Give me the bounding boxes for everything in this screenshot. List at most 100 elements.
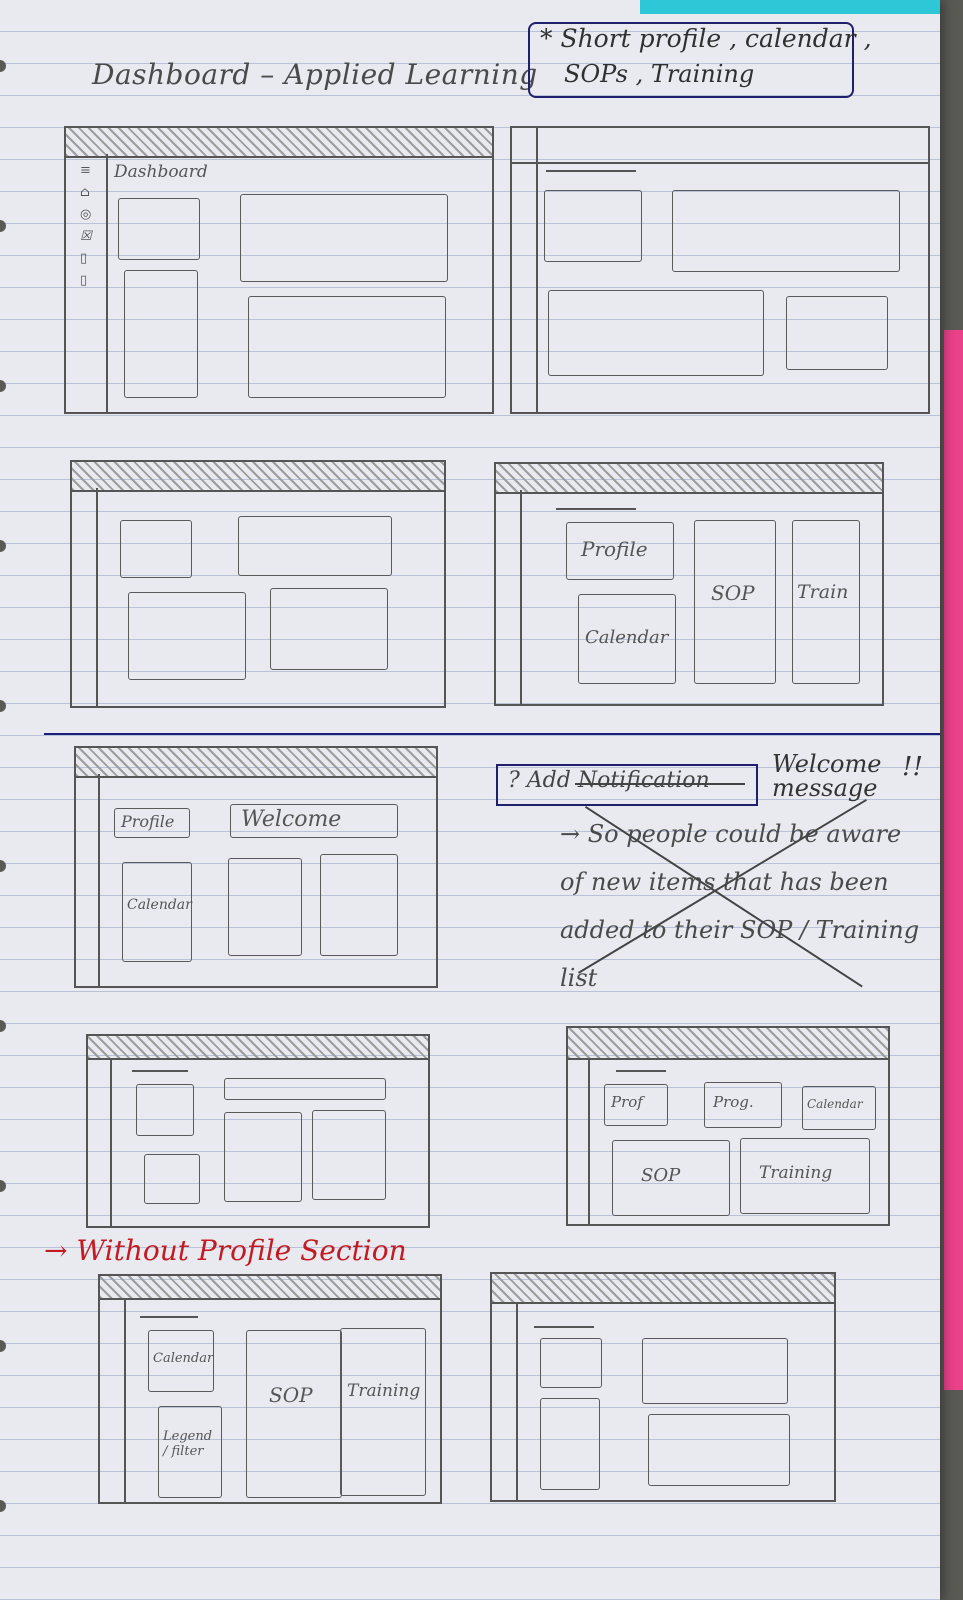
wireframe-box <box>540 1338 602 1388</box>
wireframe-box <box>320 854 398 956</box>
wireframe-box <box>270 588 388 670</box>
training-box: Training <box>340 1328 426 1496</box>
wireframe-box <box>136 1084 194 1136</box>
calendar-label: Calendar <box>585 627 669 648</box>
sidebar-divider <box>96 488 98 706</box>
calendar-box: Calendar <box>122 862 192 962</box>
calendar-label: Calendar <box>807 1097 863 1111</box>
requirements-note-box <box>528 22 854 98</box>
sidebar-divider <box>110 1058 112 1226</box>
sidebar-divider <box>588 1058 590 1224</box>
wireframe-box <box>786 296 888 370</box>
header-line <box>512 162 928 164</box>
sticky-tab-cyan <box>640 0 940 14</box>
notification-question-box <box>496 764 758 806</box>
wireframe-sketch-3 <box>70 460 446 708</box>
page-title: Dashboard – Applied Learning <box>92 58 538 91</box>
wireframe-sketch-8: Prof Prog. Calendar SOP Training <box>566 1026 890 1226</box>
section-label-without-profile: → Without Profile Section <box>44 1234 407 1267</box>
wireframe-box <box>228 858 302 956</box>
sidebar-divider <box>98 774 100 986</box>
calendar-box: Calendar <box>802 1086 876 1130</box>
title-stub <box>534 1326 594 1328</box>
wireframe-box <box>648 1414 790 1486</box>
title-stub <box>132 1070 188 1072</box>
notification-reason-note: → So people could be aware of new items … <box>560 820 920 992</box>
wireframe-box <box>544 190 642 262</box>
wireframe-sketch-6 <box>86 1034 430 1228</box>
requirements-note-line1: * Short profile , calendar , <box>540 24 872 53</box>
binder-hole <box>0 860 6 872</box>
binder-hole <box>0 220 6 232</box>
training-box: Training <box>740 1138 870 1214</box>
sop-box: SOP <box>246 1330 342 1498</box>
sticky-tab-pink <box>944 330 963 1390</box>
header-bar-hatched <box>494 462 884 494</box>
binder-hole <box>0 1500 6 1512</box>
sop-label: SOP <box>711 581 755 605</box>
title-stub <box>556 508 636 510</box>
wireframe-sketch-1: ≡⌂◎☒▯▯ Dashboard <box>64 126 494 414</box>
wireframe-box <box>240 194 448 282</box>
training-label: Training <box>347 1381 421 1401</box>
header-bar-hatched <box>490 1272 836 1304</box>
profile-box: Profile <box>114 808 190 838</box>
title-stub <box>546 170 636 172</box>
wireframe-box <box>128 592 246 680</box>
welcome-message-note: Welcome message <box>772 750 882 802</box>
wireframe-sketch-5: Profile Welcome Calendar <box>74 746 438 988</box>
profile-label: Profile <box>121 812 175 831</box>
sidebar-icons: ≡⌂◎☒▯▯ <box>80 163 92 288</box>
calendar-box: Calendar <box>578 594 676 684</box>
strikethrough <box>575 783 745 785</box>
sop-box: SOP <box>694 520 776 684</box>
calendar-label: Calendar <box>153 1351 214 1366</box>
wireframe-box <box>672 190 900 272</box>
calendar-label: Calendar <box>127 897 192 913</box>
binder-hole <box>0 1020 6 1032</box>
binder-hole <box>0 700 6 712</box>
legend-filter-box: Legend / filter <box>158 1406 222 1498</box>
title-stub <box>616 1070 666 1072</box>
binder-hole <box>0 380 6 392</box>
header-bar-hatched <box>70 460 446 492</box>
profile-box: Prof <box>604 1084 668 1126</box>
sidebar-divider <box>520 490 522 704</box>
notebook-page: Dashboard – Applied Learning * Short pro… <box>0 0 940 1600</box>
sop-label: SOP <box>641 1165 681 1186</box>
header-bar-hatched <box>98 1274 442 1300</box>
wireframe-sketch-2 <box>510 126 930 414</box>
exclamation-marks: !! <box>902 752 923 782</box>
calendar-box: Calendar <box>148 1330 214 1392</box>
progress-box: Prog. <box>704 1082 782 1128</box>
wireframe-sketch-10 <box>490 1272 836 1502</box>
sidebar-divider <box>124 1298 126 1502</box>
welcome-box: Welcome <box>230 804 398 838</box>
wireframe-box <box>224 1112 302 1202</box>
train-box: Train <box>792 520 860 684</box>
wireframe-sketch-4: Profile Calendar SOP Train <box>494 462 884 706</box>
wireframe-sketch-9: Calendar Legend / filter SOP Training <box>98 1274 442 1504</box>
wireframe-box <box>124 270 198 398</box>
sidebar-divider <box>106 154 108 412</box>
sidebar-divider <box>536 128 538 412</box>
header-bar-hatched <box>64 126 494 158</box>
wireframe-box <box>248 296 446 398</box>
binder-hole <box>0 1180 6 1192</box>
training-label: Training <box>759 1163 833 1183</box>
legend-filter-label: Legend / filter <box>163 1429 213 1459</box>
train-label: Train <box>797 581 849 603</box>
welcome-label: Welcome <box>241 807 342 832</box>
binder-hole <box>0 540 6 552</box>
section-divider <box>44 733 940 735</box>
header-bar-hatched <box>86 1034 430 1060</box>
wireframe-box <box>548 290 764 376</box>
sop-box: SOP <box>612 1140 730 1216</box>
wireframe-box <box>312 1110 386 1200</box>
header-bar-hatched <box>74 746 438 778</box>
notification-question: ? Add Notification <box>508 768 710 793</box>
prof-label: Prof <box>611 1093 643 1111</box>
binder-hole <box>0 1340 6 1352</box>
sop-label: SOP <box>269 1383 313 1407</box>
requirements-note-line2: SOPs , Training <box>564 60 755 88</box>
